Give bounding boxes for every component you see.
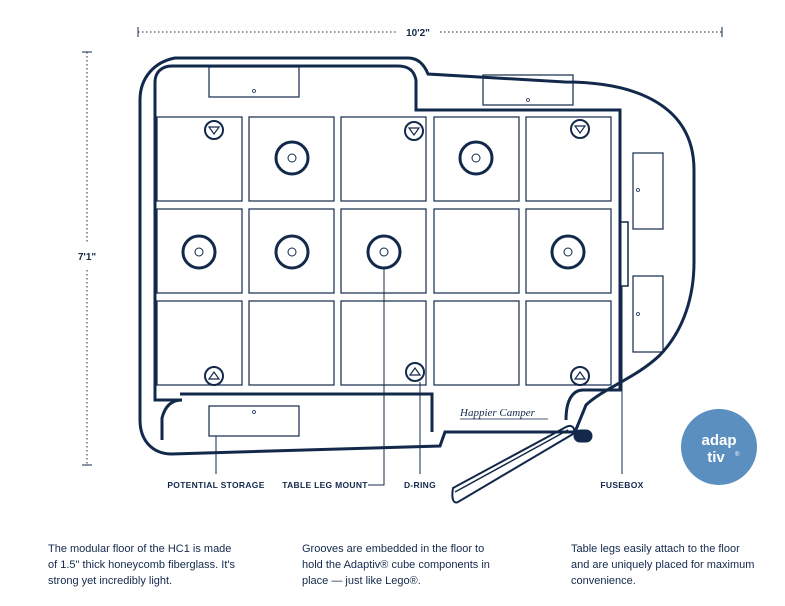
table-leg-mount-icon xyxy=(181,140,586,270)
fusebox-label: FUSEBOX xyxy=(600,480,643,490)
happier-camper-wordmark: Happier Camper xyxy=(459,407,536,419)
width-dimension-label: 10'2" xyxy=(406,28,430,39)
storage-compartment xyxy=(208,66,300,98)
inner-wall-bottom xyxy=(153,110,183,440)
storage-compartment xyxy=(482,74,574,106)
leader-line-table-leg-mount xyxy=(368,268,385,486)
badge-line-2: tiv xyxy=(707,449,725,466)
caption-floor-material: The modular floor of the HC1 is made of … xyxy=(48,541,288,589)
caption-line: The modular floor of the HC1 is made xyxy=(48,543,232,555)
caption-line: place — just like Lego®. xyxy=(302,575,421,587)
caption-table-legs: Table legs easily attach to the floor an… xyxy=(571,541,781,589)
potential-storage-label: POTENTIAL STORAGE xyxy=(167,480,264,490)
caption-line: and are uniquely placed for maximum xyxy=(571,559,755,571)
hitch-tongue xyxy=(451,424,576,504)
caption-grooves: Grooves are embedded in the floor to hol… xyxy=(302,541,542,589)
adaptiv-badge xyxy=(681,409,757,485)
height-dimension-label: 7'1" xyxy=(78,252,97,263)
caption-line: of 1.5" thick honeycomb fiberglass. It's xyxy=(48,559,235,571)
caption-line: Grooves are embedded in the floor to xyxy=(302,543,485,555)
d-ring-label: D-RING xyxy=(404,480,436,490)
side-compartment xyxy=(632,152,664,230)
badge-line-1: adap xyxy=(701,432,736,449)
side-compartment xyxy=(632,275,664,353)
caption-line: convenience. xyxy=(571,575,636,587)
caption-line: strong yet incredibly light. xyxy=(48,575,173,587)
d-ring-icon xyxy=(204,119,590,386)
inner-wall-top xyxy=(153,64,622,421)
hitch-latch xyxy=(573,429,593,443)
table-leg-mount-label: TABLE LEG MOUNT xyxy=(282,480,368,490)
storage-compartment xyxy=(208,405,300,437)
caption-line: Table legs easily attach to the floor xyxy=(571,543,740,555)
badge-registered-mark: ® xyxy=(735,451,740,458)
caption-line: hold the Adaptiv® cube components in xyxy=(302,559,490,571)
